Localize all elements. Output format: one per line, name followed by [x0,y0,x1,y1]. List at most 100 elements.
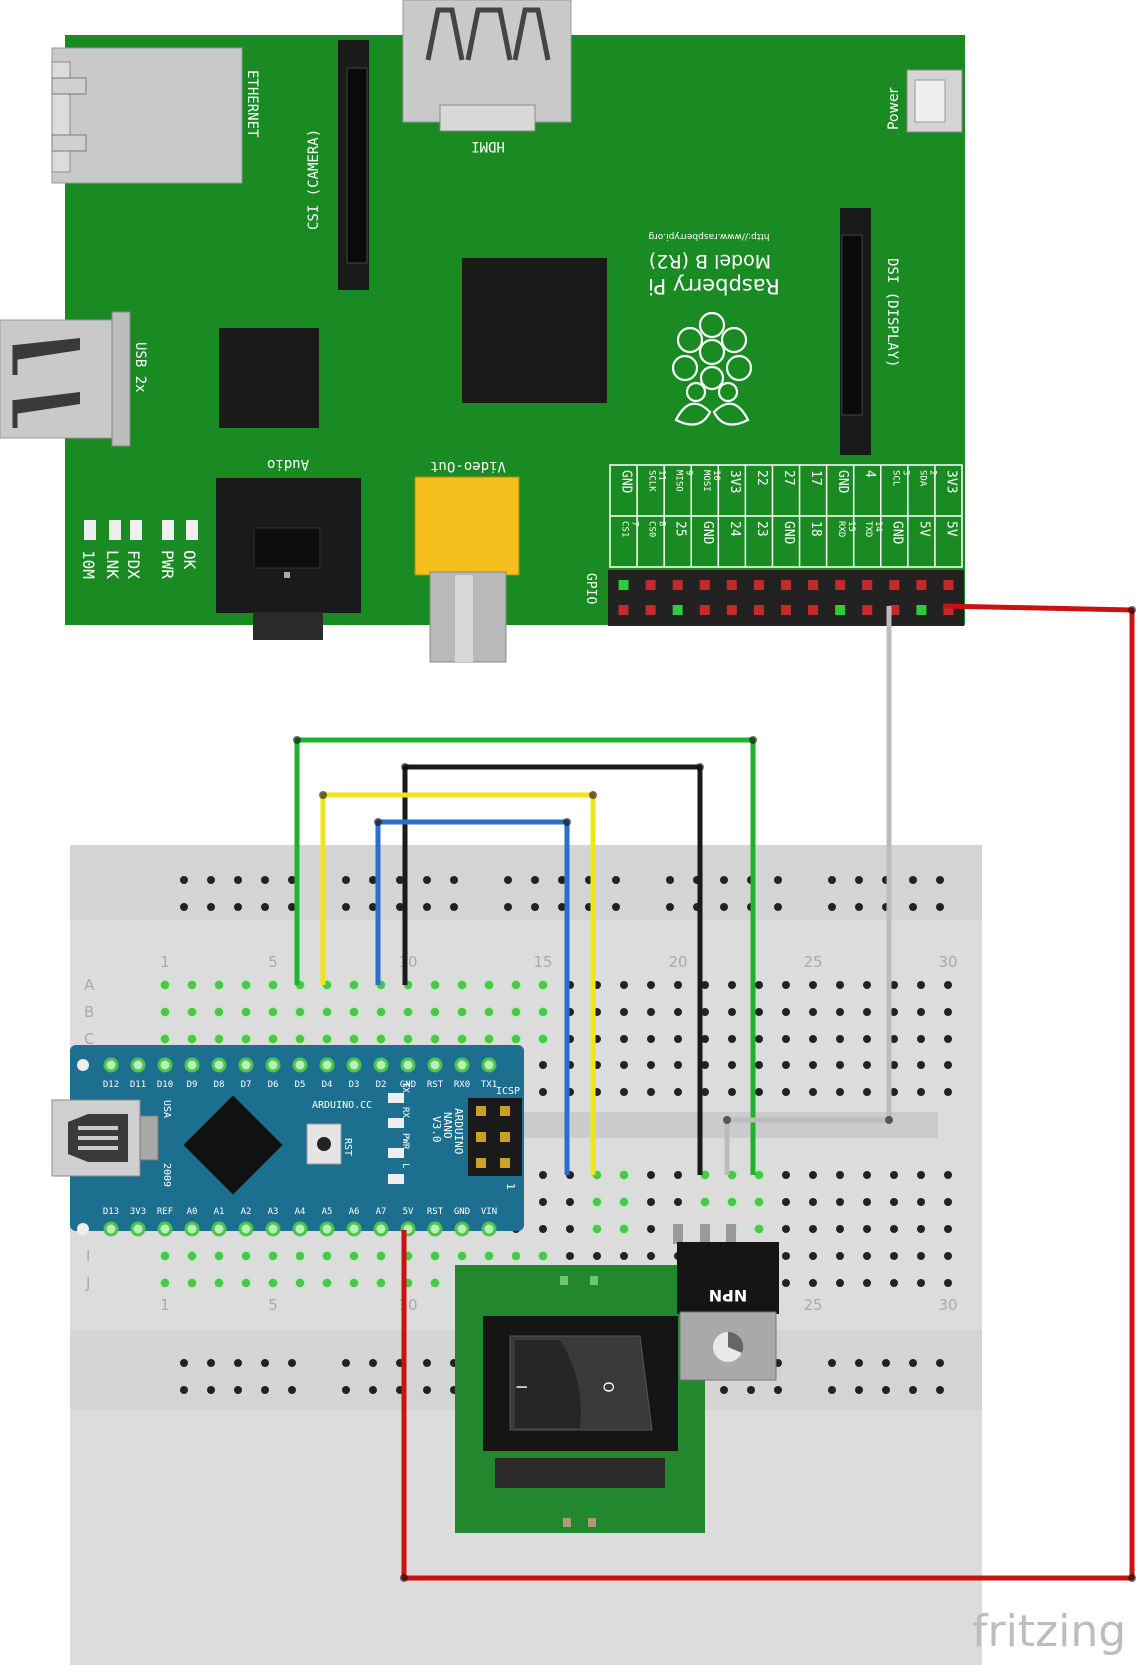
breadboard-hole [944,981,952,989]
npn-label: NPN [709,1286,748,1305]
arduino-top-pin-label: D6 [268,1080,279,1090]
fritzing-watermark: fritzing [972,1606,1126,1657]
breadboard-hole [456,1006,468,1018]
breadboard-hole [836,981,844,989]
status-leds [84,520,198,540]
row-letter: B [84,1003,94,1021]
rail-hole [774,876,782,884]
led-label-ok: OK [180,550,199,570]
rail-hole [423,1386,431,1394]
breadboard-hole [890,981,898,989]
breadboard-hole [753,1223,765,1235]
video-out-jack [414,476,520,663]
breadboard-hole [321,1033,333,1045]
rail-hole [234,1386,242,1394]
breadboard-hole [726,1196,738,1208]
rail-hole [855,1359,863,1367]
breadboard-hole [510,979,522,991]
arduino-top-pin-label: D5 [295,1080,306,1090]
transistor-body [677,1242,779,1314]
breadboard-hole [591,1223,603,1235]
arduino-bottom-pin [427,1221,443,1237]
arduino-mount-hole [77,1059,89,1071]
gpio-pin [726,605,737,615]
arduino-top-pin-label: D8 [214,1080,225,1090]
raspberry-pi-board: ETHERNET CSI (CAMERA) HDMI Power Raspber… [0,0,965,663]
icsp-label: ICSP [496,1086,520,1097]
gpio-pin [699,580,710,590]
gpio-top-sublabel: 10 [711,470,721,481]
breadboard-hole [429,979,441,991]
breadboard-hole [159,1277,171,1289]
rail-hole [261,876,269,884]
breadboard-hole [375,1250,387,1262]
breadboard-hole [375,1006,387,1018]
rocker-switch-module[interactable]: I O [455,1265,705,1533]
gpio-top-sublabel: 11 [657,470,667,481]
rail-hole [612,903,620,911]
gpio-pin [916,580,927,590]
column-number-top: 25 [803,953,822,971]
arduino-bottom-pin [184,1221,200,1237]
breadboard-hole [917,1088,925,1096]
breadboard-hole [539,1198,547,1206]
breadboard-hole [321,1250,333,1262]
hdmi-label: HDMI [471,138,505,154]
arduino-bottom-pin-label: GND [454,1207,470,1217]
breadboard-hole [348,1250,360,1262]
breadboard-hole [836,1088,844,1096]
arduino-bottom-pin-label: A7 [376,1207,387,1217]
gpio-pin [618,605,629,615]
breadboard-hole [674,1198,682,1206]
breadboard-hole [890,1279,898,1287]
arduino-top-pin [373,1057,389,1073]
breadboard-hole [701,1088,709,1096]
rail-hole [828,1359,836,1367]
gpio-pin [916,605,927,615]
gpio-top-label: MISO [674,470,684,492]
power-port [906,69,963,133]
arduino-bottom-pin-label: A2 [241,1207,252,1217]
wire-yellow [320,792,596,1175]
rail-hole [342,1386,350,1394]
gpio-pin [835,580,846,590]
rail-hole [369,903,377,911]
breadboard-hole [566,1252,574,1260]
breadboard-hole [267,1277,279,1289]
breadboard-hole [944,1035,952,1043]
arduino-bottom-pin [265,1221,281,1237]
audio-jack [216,478,361,640]
gpio-pin [645,605,656,615]
arduino-top-pin-label: D4 [322,1080,333,1090]
gpio-bottom-label: 18 [808,521,823,537]
breadboard-hole [890,1088,898,1096]
breadboard-hole [890,1171,898,1179]
arduino-pcb [70,1045,524,1231]
rail-hole [666,876,674,884]
gpio-bottom-label: GND [889,521,904,545]
arduino-name-1: ARDUINO [452,1108,465,1154]
breadboard-hole [728,1061,736,1069]
rail-hole [261,1386,269,1394]
gpio-pin [672,605,683,615]
breadboard-hole [809,1252,817,1260]
reset-button[interactable] [306,1123,342,1165]
breadboard-hole [375,1277,387,1289]
csi-label: CSI (CAMERA) [306,129,322,230]
breadboard-hole [348,1033,360,1045]
breadboard-hole [186,1006,198,1018]
breadboard-hole [701,1061,709,1069]
rail-hole [207,1359,215,1367]
breadboard-hole [809,1171,817,1179]
gpio-pin [618,580,629,590]
breadboard-hole [674,1171,682,1179]
breadboard-hole [701,1008,709,1016]
breadboard-hole [537,1033,549,1045]
gpio-top-label: GND [619,470,634,494]
arduino-top-pin-label: D9 [187,1080,198,1090]
breadboard-hole [836,1198,844,1206]
breadboard-hole [917,1008,925,1016]
rail-hole [207,1386,215,1394]
rail-hole [909,1386,917,1394]
